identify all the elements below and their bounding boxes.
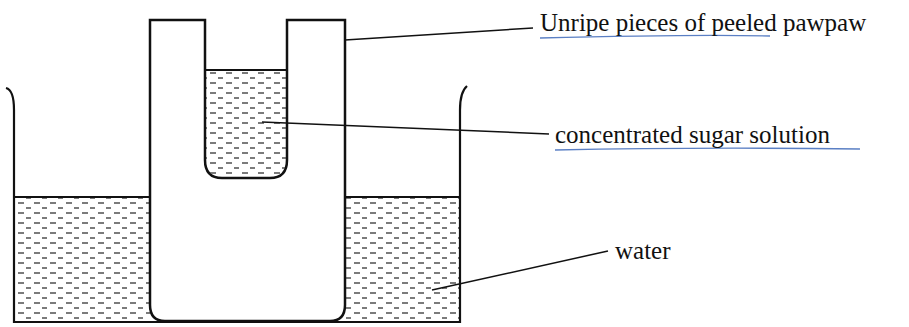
water-surface	[14, 196, 150, 198]
leader-line	[432, 251, 608, 290]
water-left	[14, 197, 150, 322]
solution-surface	[205, 69, 287, 71]
part-label: concentrated sugar solution	[555, 121, 830, 149]
water-surface	[345, 196, 460, 198]
leader-line	[262, 122, 549, 134]
sugar-solution	[206, 70, 286, 177]
part-label: water	[615, 237, 671, 265]
pawpaw-piece	[150, 20, 345, 321]
leader-line	[345, 28, 533, 40]
water-right	[345, 197, 460, 322]
part-label: Unripe pieces of peeled pawpaw	[540, 9, 866, 37]
underline	[555, 148, 860, 150]
